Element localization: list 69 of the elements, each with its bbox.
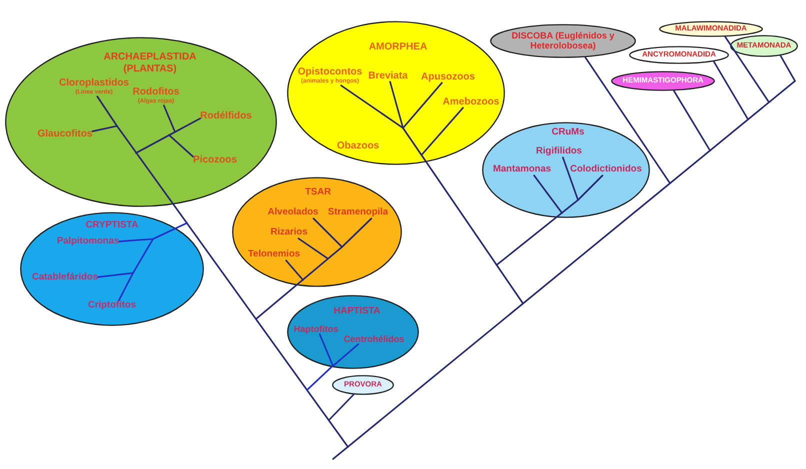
tree-branch — [341, 218, 372, 248]
taxon-label: Picozoos — [193, 154, 237, 166]
clade-name: CRYPTISTA — [86, 220, 138, 232]
taxon-label: Apusozoos — [421, 71, 475, 83]
tree-branch — [780, 54, 796, 82]
tree-branch — [168, 134, 194, 158]
tree-branch — [673, 90, 711, 152]
taxon-label: Rizarios — [270, 228, 308, 238]
taxon-label: Rodélfidos — [200, 110, 252, 122]
taxon-label: Colodictionidos — [570, 164, 642, 176]
tree-branch — [318, 333, 334, 367]
tree-branch — [713, 60, 749, 120]
taxon-label: Haptofitos — [294, 324, 338, 334]
taxon-label: Alveolados — [268, 208, 318, 218]
taxon-label: Opistocontos — [298, 66, 362, 78]
taxon-label: Palpitomonas — [56, 236, 120, 248]
clade-ellipse — [730, 35, 798, 57]
clade-ellipse — [490, 24, 636, 58]
tree-branch — [328, 394, 354, 421]
tree-branch — [340, 84, 404, 129]
tree-branch — [389, 81, 404, 129]
tree-branch — [97, 272, 134, 278]
taxon-label: Glaucofitos — [38, 128, 92, 140]
taxon-label: Centrohélidos — [344, 334, 404, 344]
taxon-label: Amebozoos — [442, 96, 500, 108]
clade-name: AMORPHEA — [368, 41, 428, 53]
clade-ellipse — [287, 21, 505, 165]
tree-branch — [163, 104, 176, 133]
tree-branch — [118, 238, 154, 242]
tree-branch — [332, 343, 360, 367]
tree-branch — [533, 174, 563, 214]
clade-name: DISCOBA (Euglénidos y Heterolobosea) — [510, 30, 616, 52]
taxon-label: Obazoos — [336, 140, 380, 152]
taxon-label: Telonemios — [248, 250, 300, 260]
clade-ellipse — [287, 295, 419, 369]
tree-branch — [92, 125, 118, 132]
clade-ellipse — [611, 71, 715, 91]
tree-branch — [285, 260, 304, 281]
clade-ellipse — [5, 37, 277, 207]
tree-branch — [174, 118, 201, 133]
clade-name: HAPTISTA — [334, 306, 380, 318]
taxon-label: Criptofitos — [88, 300, 136, 312]
clade-name: ARCHAEPLASTIDA (PLANTAS) — [102, 52, 198, 74]
clade-name: TSAR — [305, 188, 331, 198]
tree-branch — [118, 272, 134, 302]
taxon-label: Breviata — [368, 70, 408, 82]
clade-ellipse — [20, 212, 204, 326]
tree-branch — [298, 238, 329, 260]
clade-name: CRuMs — [552, 128, 584, 138]
clade-ellipse — [232, 177, 402, 287]
taxon-label: Stramenopila — [328, 208, 388, 218]
tree-branch — [96, 96, 118, 127]
taxon-label: Rigifilidos — [536, 146, 582, 158]
taxon-label: Catablefáridos — [32, 272, 98, 284]
tree-branch — [577, 174, 604, 201]
clade-ellipse — [482, 122, 650, 218]
tree-branch — [306, 366, 332, 391]
clade-ellipse — [629, 46, 729, 64]
tree-branch — [584, 56, 671, 184]
tree-branch — [724, 36, 770, 104]
tree-branch — [420, 107, 464, 156]
tree-branch — [402, 82, 443, 129]
taxon-label: Cloroplastidos — [59, 78, 129, 89]
clade-ellipse — [659, 21, 763, 37]
taxon-label: Rodofitos — [132, 86, 180, 98]
tree-branch — [562, 156, 579, 201]
clade-ellipse — [332, 375, 394, 395]
taxon-label: Mantamonas — [492, 164, 552, 176]
tree-branch — [312, 218, 343, 248]
